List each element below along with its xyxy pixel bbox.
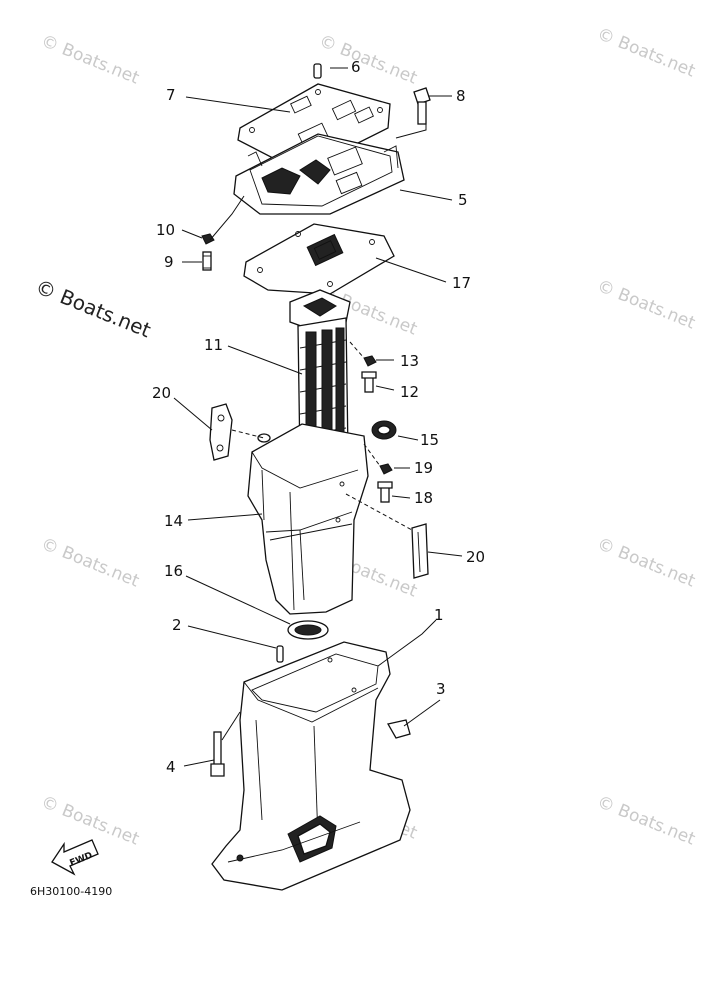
callout-1: 1 (434, 606, 444, 624)
callout-13: 13 (400, 352, 419, 370)
callout-6: 6 (351, 58, 361, 76)
callout-3: 3 (436, 680, 446, 698)
gasket-17 (243, 223, 395, 295)
bolt-12 (361, 371, 377, 393)
leader-lines (173, 67, 463, 767)
nut-13 (363, 355, 377, 367)
callout-14: 14 (164, 512, 183, 530)
anode-3 (386, 719, 411, 739)
watermark: © Boats.net (316, 31, 420, 89)
side-mount-20b (411, 523, 429, 579)
diagram-code: 6H30100-4190 (30, 885, 112, 898)
dowel-pin-2 (276, 645, 284, 663)
watermark: © Boats.net (594, 534, 698, 592)
callout-7: 7 (166, 86, 176, 104)
bolt-9 (202, 251, 212, 271)
bolt-4 (210, 731, 225, 777)
bolt-18 (377, 481, 393, 503)
nut-19 (379, 463, 393, 475)
callout-8: 8 (456, 87, 466, 105)
mount-plate-5 (233, 133, 405, 215)
side-mount-20a (209, 403, 233, 461)
callout-19: 19 (414, 459, 433, 477)
callout-16: 16 (164, 562, 183, 580)
bolt-8 (413, 87, 431, 125)
callout-17: 17 (452, 274, 471, 292)
lower-casing-1 (211, 641, 411, 891)
callout-9: 9 (164, 253, 174, 271)
upper-casing-14 (247, 423, 369, 615)
callout-15: 15 (420, 431, 439, 449)
callout-labels: 6 7 8 5 10 9 17 11 13 12 20 15 19 18 14 … (152, 58, 485, 776)
callout-12: 12 (400, 383, 419, 401)
callout-20: 20 (466, 548, 485, 566)
callout-2: 2 (172, 616, 182, 634)
watermark-main: © Boats.net (32, 274, 154, 342)
nut-10 (201, 233, 215, 245)
callout-18: 18 (414, 489, 433, 507)
forward-arrow-icon: FWD (51, 839, 99, 876)
watermark: © Boats.net (594, 276, 698, 334)
watermark: © Boats.net (594, 24, 698, 82)
callout-4: 4 (166, 758, 176, 776)
watermark: © Boats.net (38, 31, 142, 89)
gasket-7 (237, 83, 391, 173)
callout-10: 10 (156, 221, 175, 239)
callout-11: 11 (204, 336, 223, 354)
dowel-pin-6 (313, 63, 322, 79)
watermark: © Boats.net (594, 792, 698, 850)
callout-20: 20 (152, 384, 171, 402)
seal-16 (287, 620, 329, 640)
watermark: © Boats.net (38, 534, 142, 592)
grommet-15 (371, 420, 397, 440)
callout-5: 5 (458, 191, 468, 209)
